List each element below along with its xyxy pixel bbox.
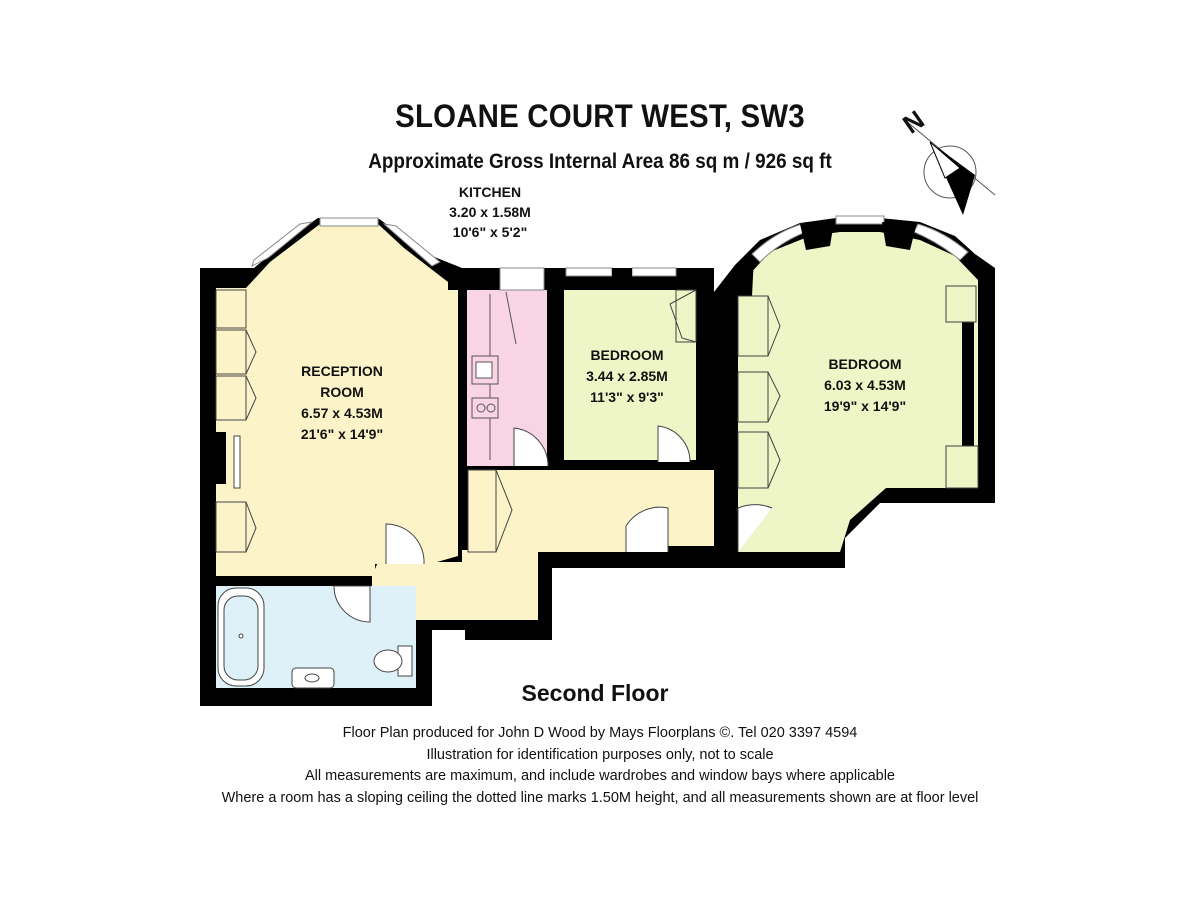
area-subtitle: Approximate Gross Internal Area 86 sq m … — [368, 150, 832, 173]
hallway-cupboard — [467, 469, 513, 553]
svg-text:6.03 x 4.53M: 6.03 x 4.53M — [824, 377, 906, 393]
kitchen-door — [513, 427, 549, 467]
reception-room — [216, 224, 458, 576]
label-kitchen: KITCHEN 3.20 x 1.58M 10'6" x 5'2" — [449, 184, 531, 240]
svg-text:3.20 x 1.58M: 3.20 x 1.58M — [449, 204, 531, 220]
reception-door — [385, 523, 425, 565]
svg-text:19'9" x 14'9": 19'9" x 14'9" — [824, 398, 906, 414]
svg-text:BEDROOM: BEDROOM — [828, 356, 901, 372]
bedroom-small-door — [657, 425, 691, 463]
footer-notes: Floor Plan produced for John D Wood by M… — [0, 723, 1200, 809]
bedroom-small-piers — [612, 268, 632, 290]
footer-line: Illustration for identification purposes… — [426, 746, 774, 763]
label-bedroom-large: BEDROOM 6.03 x 4.53M 19'9" x 14'9" — [824, 356, 906, 414]
compass-icon: N — [897, 104, 996, 215]
svg-text:10'6" x 5'2": 10'6" x 5'2" — [453, 224, 527, 240]
footer-line: Where a room has a sloping ceiling the d… — [221, 789, 979, 806]
bathroom-fixtures — [217, 585, 413, 689]
svg-text:21'6" x 14'9": 21'6" x 14'9" — [301, 426, 383, 442]
svg-text:3.44 x 2.85M: 3.44 x 2.85M — [586, 368, 668, 384]
footer-line: All measurements are maximum, and includ… — [305, 768, 895, 784]
svg-text:RECEPTION: RECEPTION — [301, 363, 383, 379]
bedroom-large-door — [737, 504, 773, 552]
svg-text:KITCHEN: KITCHEN — [459, 184, 521, 200]
hallway — [372, 470, 714, 620]
bedroom-large — [738, 232, 978, 552]
hallway-door — [625, 506, 669, 552]
svg-text:BEDROOM: BEDROOM — [590, 347, 663, 363]
bedroom-large-bay-window — [751, 215, 969, 263]
reception-bay-window — [251, 217, 441, 267]
kitchen-window — [499, 267, 545, 291]
bedroom-large-wardrobes — [737, 285, 979, 489]
label-reception: RECEPTION ROOM 6.57 x 4.53M 21'6" x 14'9… — [301, 363, 383, 442]
bedroom-small-wardrobe — [669, 289, 697, 343]
bedroom-large-piers — [738, 222, 974, 450]
floor-label: Second Floor — [521, 680, 669, 706]
reception-wardrobes — [212, 289, 257, 553]
label-bedroom-small: BEDROOM 3.44 x 2.85M 11'3" x 9'3" — [586, 347, 668, 405]
kitchen-units — [471, 291, 517, 460]
svg-text:6.57 x 4.53M: 6.57 x 4.53M — [301, 405, 383, 421]
compass-north-letter: N — [897, 104, 930, 139]
svg-text:11'3" x 9'3": 11'3" x 9'3" — [590, 389, 664, 405]
plan-title: SLOANE COURT WEST, SW3 — [395, 98, 805, 134]
footer-line: Floor Plan produced for John D Wood by M… — [342, 725, 858, 741]
svg-text:ROOM: ROOM — [320, 384, 364, 400]
